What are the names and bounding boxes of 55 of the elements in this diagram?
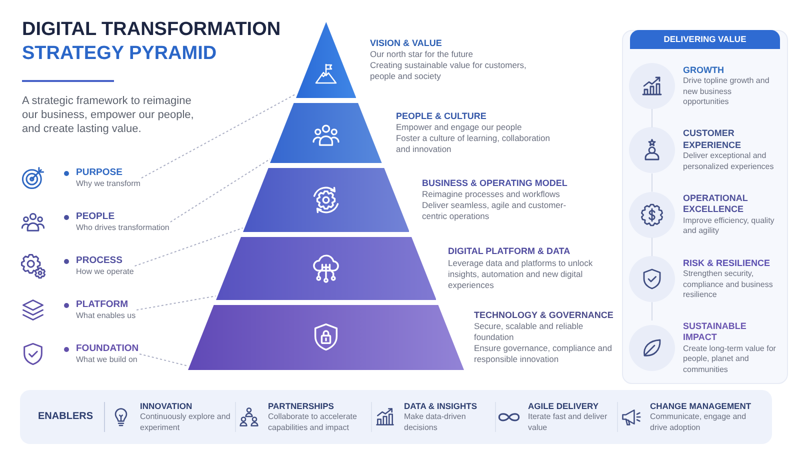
tier-description: Foster a culture of learning, collaboration and innovation — [396, 133, 552, 156]
pillar-description: How we operate — [76, 266, 134, 278]
value-description: Drive topline growth and new business opportunities — [683, 76, 770, 108]
pillar-heading: PLATFORM — [76, 298, 130, 311]
enabler-description: Make data-driven decisions — [404, 412, 467, 433]
tier-description: Our north star for the future — [370, 49, 474, 60]
title: DIGITAL TRANSFORMATION STRATEGY PYRAMID — [22, 18, 282, 66]
value-description: Improve efficiency, quality and agility — [683, 216, 776, 237]
dotted-connector — [141, 94, 296, 178]
pillar-heading: PURPOSE — [76, 166, 124, 179]
pillar-description: What enables us — [76, 310, 136, 322]
tier-heading: BUSINESS & OPERATING MODEL — [422, 178, 568, 190]
pillar-description: Why we transform — [76, 178, 140, 190]
enabler-description: Continuously explore and experiment — [140, 412, 232, 433]
dotted-connector — [170, 158, 271, 222]
dotted-connector — [139, 354, 188, 366]
dotted-connector — [136, 296, 216, 310]
tier-description: Leverage data and platforms to unlock insights, automation and new digital experiences — [448, 258, 594, 291]
panel-header: DELIVERING VALUE — [630, 30, 780, 49]
value-heading: SUSTAINABLE IMPACT — [683, 320, 748, 344]
enabler-description: Iterate fast and deliver value — [528, 412, 608, 433]
value-heading: CUSTOMER EXPERIENCE — [683, 128, 742, 152]
tier-heading: VISION & VALUE — [370, 38, 443, 50]
tier-description: Creating sustainable value for customers, people and society — [370, 60, 528, 82]
tier-heading: DIGITAL PLATFORM & DATA — [448, 246, 572, 258]
enabler-description: Communicate, engage and drive adoption — [650, 412, 748, 433]
value-description: Create long-term value for people, planet and communities — [683, 344, 777, 375]
value-description: Deliver exceptional and personalized experiences — [683, 151, 775, 172]
pillar-heading: PROCESS — [76, 254, 124, 267]
tier-description: Reimagine processes and workflows — [422, 189, 561, 200]
enabler-heading: INNOVATION — [140, 401, 194, 412]
enablers-panel — [20, 390, 772, 444]
value-heading: RISK & RESILIENCE — [683, 258, 772, 270]
pillar-description: Who drives transformation — [76, 222, 170, 234]
tier-description: Secure, scalable and reliable foundation — [474, 321, 584, 344]
value-heading: GROWTH — [683, 64, 725, 76]
tier-heading: PEOPLE & CULTURE — [396, 110, 488, 122]
enabler-heading: AGILE DELIVERY — [528, 401, 600, 412]
enabler-heading: DATA & INSIGHTS — [404, 401, 478, 412]
subtitle: A strategic framework to reimagine our business, empower our people, and create lasting value. — [22, 94, 195, 136]
enabler-description: Collaborate to accelerate capabilities and impact — [268, 412, 358, 433]
pillar-heading: PEOPLE — [76, 210, 116, 223]
tier-heading: TECHNOLOGY & GOVERNANCE — [474, 310, 614, 322]
enabler-heading: CHANGE MANAGEMENT — [650, 401, 752, 412]
tier-description: Ensure governance, compliance and responsible innovation — [474, 343, 613, 366]
pillar-description: What we build on — [76, 354, 138, 366]
panel-title: ENABLERS — [38, 410, 94, 423]
value-panel — [622, 30, 788, 384]
tier-description: Empower and engage our people — [396, 122, 523, 134]
tier-description: Deliver seamless, agile and customer-centric operations — [422, 200, 568, 222]
value-description: Strengthen security, compliance and business resilience — [683, 269, 774, 301]
pillar-heading: FOUNDATION — [76, 342, 139, 355]
value-heading: OPERATIONAL EXCELLENCE — [683, 192, 749, 216]
dotted-connector — [134, 228, 244, 266]
enabler-heading: PARTNERSHIPS — [268, 401, 335, 412]
